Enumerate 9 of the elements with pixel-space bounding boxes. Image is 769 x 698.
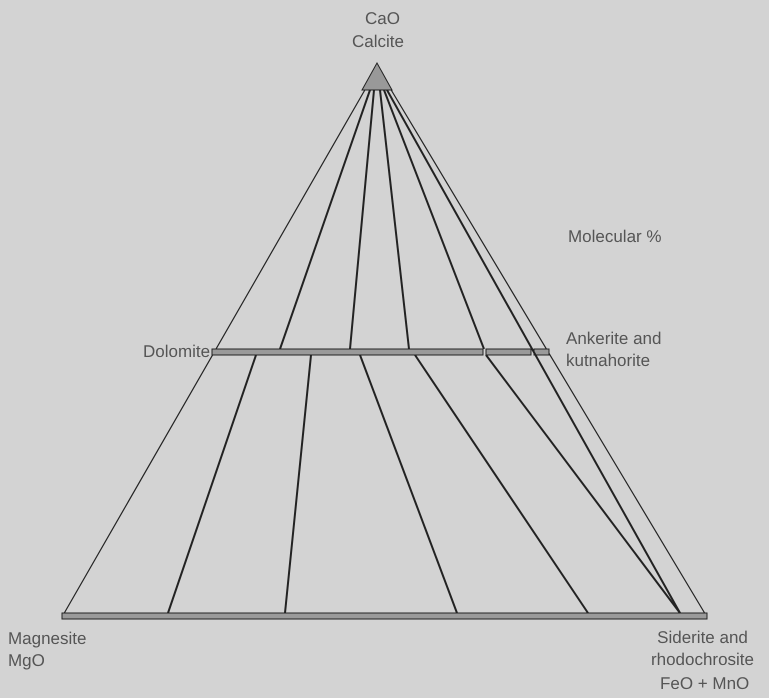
component-label: FeO + MnO (660, 673, 750, 695)
mineral-label: Ankerite and kutnahorite (566, 328, 662, 372)
mineral-label: Siderite and rhodochrosite (650, 627, 755, 671)
unit-label: Molecular % (568, 226, 662, 248)
mineral-label: Dolomite (143, 341, 210, 363)
mineral-label: Calcite (352, 31, 404, 53)
component-label: CaO (365, 8, 400, 30)
mineral-label: Magnesite (8, 628, 86, 650)
component-label: MgO (8, 650, 45, 672)
